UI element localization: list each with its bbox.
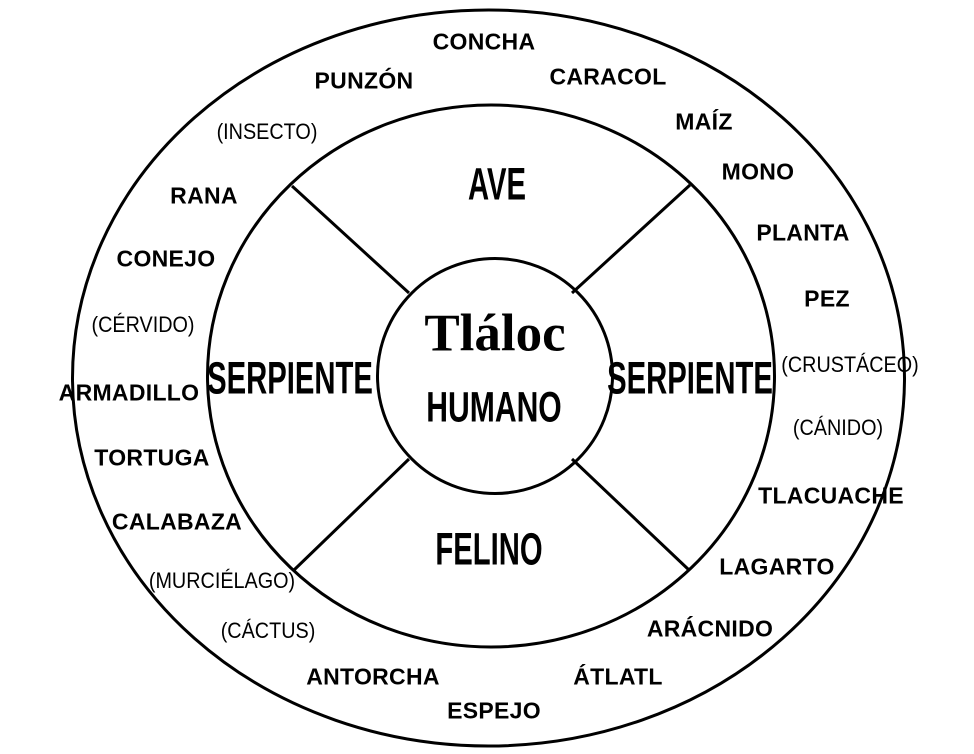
outer-label-calabaza: CALABAZA xyxy=(111,508,243,535)
outer-label-cactus: (CÁCTUS) xyxy=(220,618,316,643)
outer-label-pez: PEZ xyxy=(804,285,850,312)
outer-label-antorcha: ANTORCHA xyxy=(306,663,440,690)
outer-label-insecto: (INSECTO) xyxy=(216,119,318,144)
quadrant-divider-nw xyxy=(290,184,411,295)
outer-label-tortuga: TORTUGA xyxy=(94,444,210,471)
outer-label-aracnido: ARÁCNIDO xyxy=(646,615,774,642)
outer-label-planta: PLANTA xyxy=(756,219,850,246)
center-circle xyxy=(376,257,614,495)
quadrant-label-serpiente-left: SERPIENTE xyxy=(207,352,373,404)
outer-label-crustaceo: (CRUSTÁCEO) xyxy=(781,352,919,377)
middle-ring-circle xyxy=(206,103,776,649)
outer-ring-circle xyxy=(71,8,906,748)
quadrant-divider-sw xyxy=(292,457,411,572)
outer-label-espejo: ESPEJO xyxy=(447,697,541,724)
outer-label-atlatl: ÁTLATL xyxy=(573,663,663,690)
outer-label-conejo: CONEJO xyxy=(116,245,216,272)
quadrant-label-ave: AVE xyxy=(468,158,526,210)
outer-label-murcielago: (MURCIÉLAGO) xyxy=(148,568,296,593)
outer-label-tlacuache: TLACUACHE xyxy=(758,482,904,509)
outer-label-caracol: CARACOL xyxy=(549,63,667,90)
outer-label-rana: RANA xyxy=(170,182,238,209)
quadrant-divider-se xyxy=(570,457,691,572)
outer-label-canido: (CÁNIDO) xyxy=(792,415,884,440)
outer-label-armadillo: ARMADILLO xyxy=(58,379,200,406)
center-deity-name: Tláloc xyxy=(424,304,566,363)
quadrant-divider-ne xyxy=(570,183,692,295)
outer-label-punzon: PUNZÓN xyxy=(314,67,414,94)
outer-label-lagarto: LAGARTO xyxy=(719,553,835,580)
outer-label-mono: MONO xyxy=(721,158,795,185)
outer-label-concha: CONCHA xyxy=(432,28,536,55)
outer-label-cervido: (CÉRVIDO) xyxy=(91,312,195,337)
quadrant-label-serpiente-right: SERPIENTE xyxy=(607,352,773,404)
quadrant-label-felino: FELINO xyxy=(435,523,543,575)
center-label-humano: HUMANO xyxy=(426,383,562,432)
outer-label-maiz: MAÍZ xyxy=(675,108,733,135)
